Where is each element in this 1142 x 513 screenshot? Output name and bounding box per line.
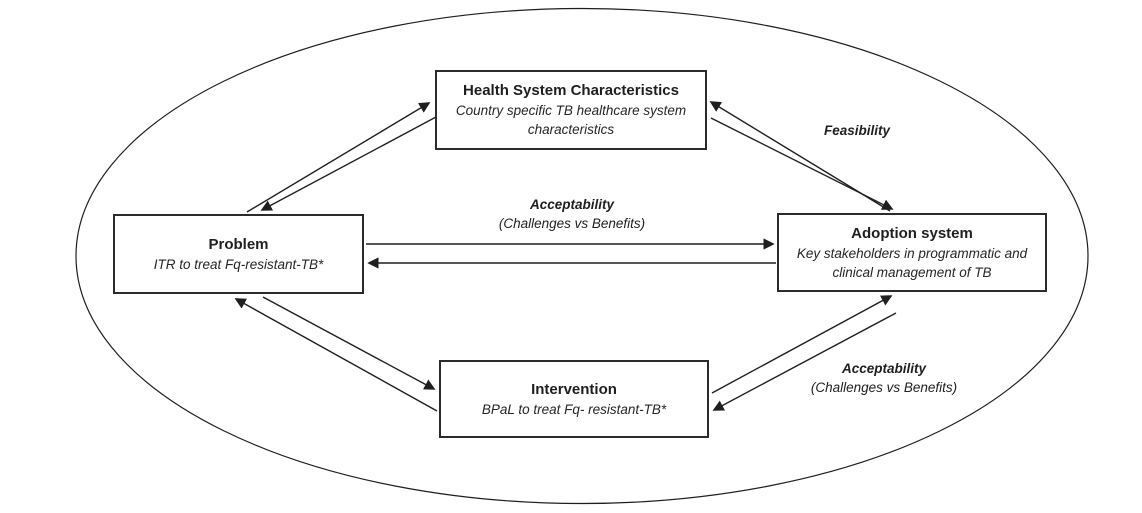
arrow-problem-to-intervention xyxy=(262,296,436,390)
node-title: Problem xyxy=(208,235,269,253)
edge-label-acceptability-mid: Acceptability (Challenges vs Benefits) xyxy=(499,195,645,233)
node-title: Intervention xyxy=(531,380,617,398)
node-adoption-system: Adoption system Key stakeholders in prog… xyxy=(777,213,1047,292)
arrow-healthsystem-to-adoption xyxy=(710,117,894,210)
node-subtitle: BPaL to treat Fq- resistant-TB* xyxy=(481,401,667,417)
arrow-intervention-to-adoption xyxy=(711,295,893,394)
arrow-healthsystem-to-problem xyxy=(260,116,437,211)
edge-label-feasibility: Feasibility xyxy=(824,121,890,140)
node-intervention: Intervention BPaL to treat Fq- resistant… xyxy=(439,360,709,438)
node-title: Health System Characteristics xyxy=(463,82,679,99)
edge-label-title: Feasibility xyxy=(823,123,891,138)
boundary-ellipse xyxy=(75,7,1089,505)
node-subtitle: Country specific TB healthcare system ch… xyxy=(455,103,687,137)
edge-label-subtitle: (Challenges vs Benefits) xyxy=(498,216,646,231)
edge-label-title: Acceptability xyxy=(841,361,927,376)
node-subtitle: Key stakeholders in programmatic and cli… xyxy=(796,245,1028,280)
arrow-problem-to-healthsystem xyxy=(246,102,431,213)
node-problem: Problem ITR to treat Fq-resistant-TB* xyxy=(113,214,364,294)
edge-label-title: Acceptability xyxy=(529,197,615,212)
edge-label-acceptability-bottom: Acceptability (Challenges vs Benefits) xyxy=(811,359,957,397)
edge-label-subtitle: (Challenges vs Benefits) xyxy=(810,380,958,395)
node-subtitle: ITR to treat Fq-resistant-TB* xyxy=(153,256,324,272)
node-title: Adoption system xyxy=(851,224,973,242)
arrow-adoption-to-intervention xyxy=(712,312,897,411)
node-health-system-characteristics: Health System Characteristics Country sp… xyxy=(435,70,707,150)
arrow-intervention-to-problem xyxy=(234,298,438,412)
